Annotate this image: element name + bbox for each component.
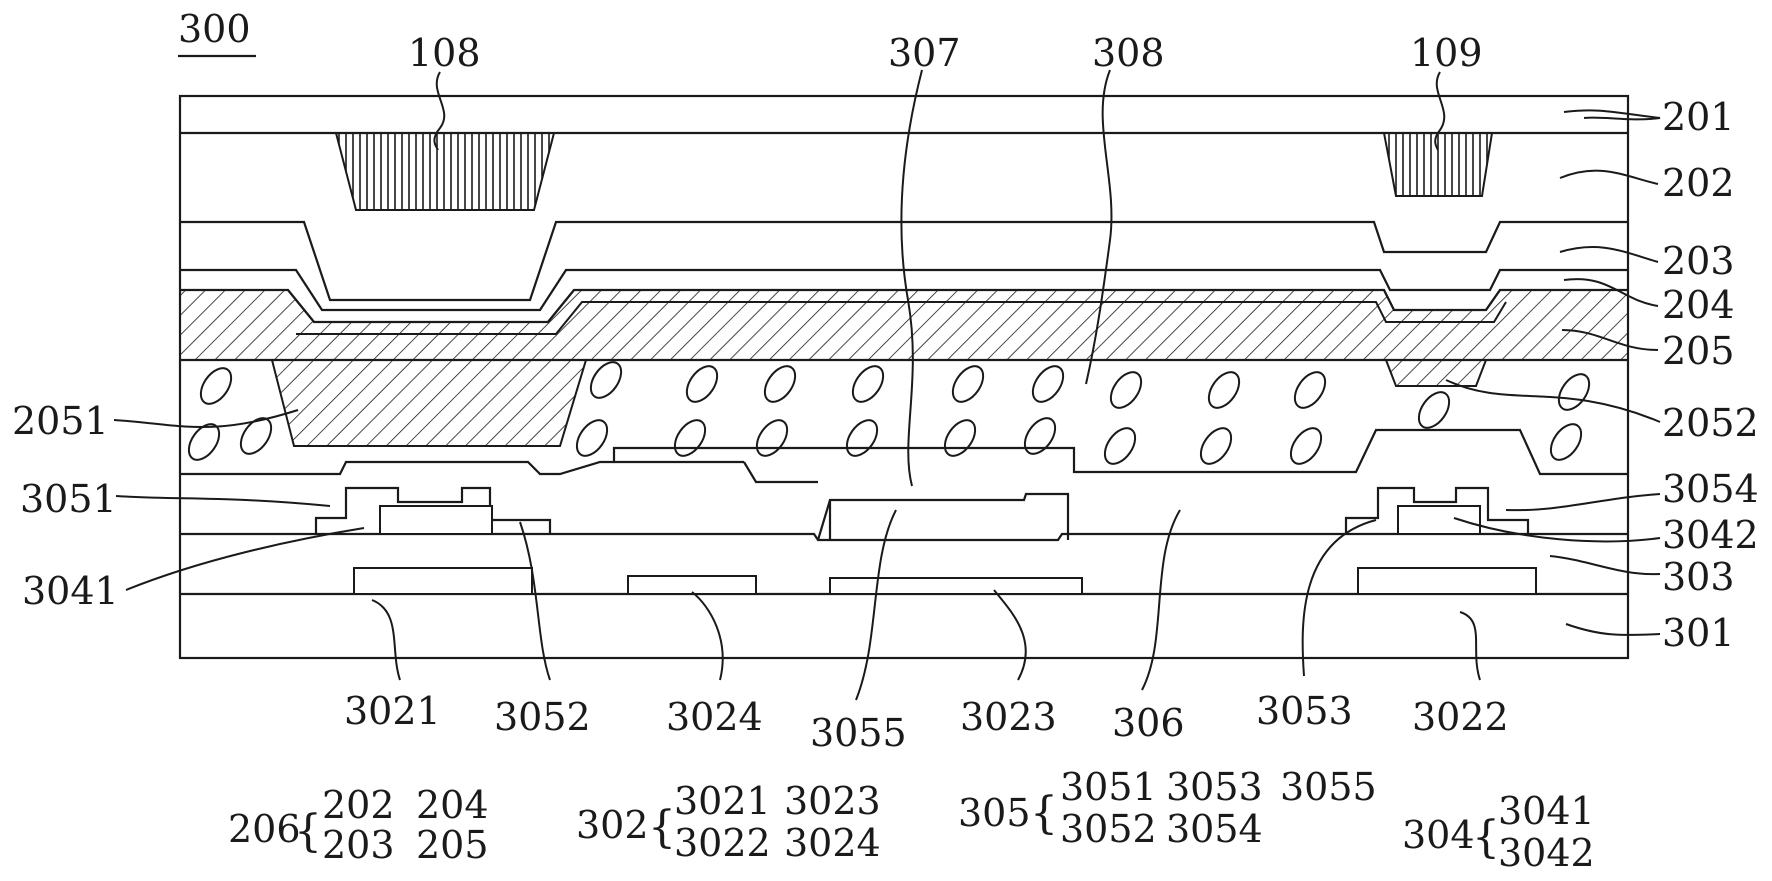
legend-group-304: 304 { 3041 3042 (1402, 789, 1595, 875)
semiconductor-3042 (1397, 505, 1481, 535)
label-3023: 3023 (960, 695, 1057, 739)
tft-right-electrodes (1344, 486, 1530, 534)
label-3042: 3042 (1662, 513, 1759, 557)
tft-left-electrodes (314, 486, 552, 534)
legend-206-item: 202 (322, 783, 395, 827)
semiconductor-3041 (379, 505, 493, 535)
label-3024: 3024 (666, 695, 763, 739)
legend-305-name: 305 (958, 791, 1031, 835)
layer-303-boundary (180, 532, 1628, 542)
electrode-3021 (353, 567, 533, 595)
legend-304-item: 3041 (1498, 789, 1595, 833)
label-2052: 2052 (1662, 401, 1759, 445)
legend-302-brace: { (648, 802, 676, 853)
label-203: 203 (1662, 239, 1735, 283)
legend-304-item: 3042 (1498, 831, 1595, 875)
label-204: 204 (1662, 283, 1735, 327)
liquid-crystal-molecules (187, 361, 1591, 465)
bump-307-left (743, 461, 818, 484)
legend-206-name: 206 (228, 807, 301, 851)
legend-302-item: 3024 (784, 821, 881, 865)
spacer-2051 (270, 359, 588, 447)
legend-305-item: 3052 (1060, 807, 1157, 851)
legend-302-item: 3023 (784, 779, 881, 823)
legend-group-206: 206 { 202 204 203 205 (228, 783, 489, 867)
label-205: 205 (1662, 329, 1735, 373)
electrode-3024 (627, 575, 757, 595)
legend-305-item: 3051 (1060, 765, 1157, 809)
legend-206-item: 203 (322, 823, 395, 867)
label-3053: 3053 (1256, 689, 1353, 733)
label-2051: 2051 (12, 399, 109, 443)
label-301: 301 (1662, 611, 1735, 655)
label-3041: 3041 (22, 569, 119, 613)
legend-group-305: 305 { 3051 3053 3055 3052 3054 (958, 765, 1377, 851)
legend-group-302: 302 { 3021 3023 3022 3024 (576, 779, 881, 865)
legend-206-item: 205 (416, 823, 489, 867)
label-202: 202 (1662, 161, 1735, 205)
layer-203-boundary (180, 268, 1628, 312)
legend-206-item: 204 (416, 783, 489, 827)
spacer-2052 (1384, 359, 1488, 387)
label-3021: 3021 (344, 689, 441, 733)
contact-3055 (816, 492, 1070, 541)
label-307: 307 (888, 31, 961, 75)
electrode-3023 (829, 577, 1083, 595)
legend-304-name: 304 (1402, 813, 1475, 857)
legend-305-brace: { (1030, 788, 1058, 839)
label-3051: 3051 (20, 477, 117, 521)
label-3022: 3022 (1412, 695, 1509, 739)
label-3052: 3052 (494, 695, 591, 739)
label-3054: 3054 (1662, 467, 1759, 511)
label-306: 306 (1112, 701, 1185, 745)
leader-lines (113, 69, 1661, 701)
element-109 (1382, 132, 1494, 197)
layer-202-boundary (180, 220, 1628, 302)
legend-302-item: 3022 (674, 821, 771, 865)
legend-302-item: 3021 (674, 779, 771, 823)
label-201: 201 (1662, 95, 1735, 139)
legend-302-name: 302 (576, 803, 649, 847)
label-303: 303 (1662, 555, 1735, 599)
label-308: 308 (1092, 31, 1165, 75)
label-108: 108 (408, 31, 481, 75)
label-109: 109 (1410, 31, 1483, 75)
legend-305-item: 3054 (1166, 807, 1263, 851)
layer-205-inner-line (296, 301, 1507, 335)
layer-306-top (180, 428, 1628, 476)
legend-206-brace: { (294, 806, 322, 857)
figure-label: 300 (178, 7, 251, 51)
legend-305-item: 3055 (1280, 765, 1377, 809)
panel-outline (178, 94, 1630, 660)
legend-304-brace: { (1472, 812, 1500, 863)
element-108 (334, 132, 556, 211)
legend-305-item: 3053 (1166, 765, 1263, 809)
electrode-3022 (1357, 567, 1537, 595)
label-3055: 3055 (810, 711, 907, 755)
